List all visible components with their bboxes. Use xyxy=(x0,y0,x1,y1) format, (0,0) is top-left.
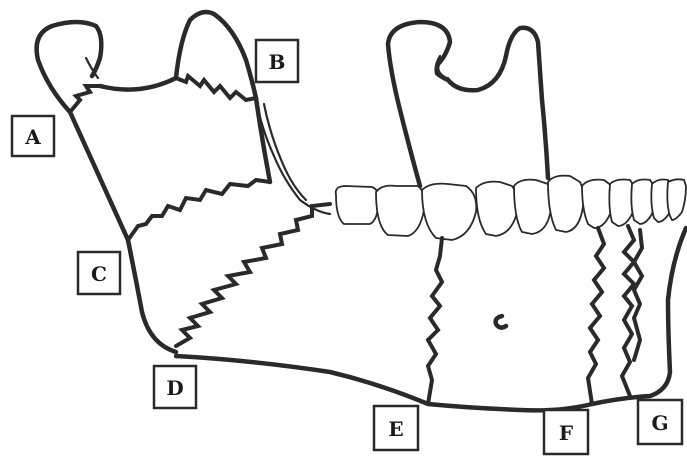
fracture-labels: A B C D E F G xyxy=(12,40,682,454)
left-ramus-anterior-edge xyxy=(70,112,128,240)
fracture-lines xyxy=(70,76,642,404)
svg-text:B: B xyxy=(269,50,286,74)
tooth xyxy=(476,182,517,236)
svg-text:E: E xyxy=(388,417,403,441)
fracture-line-mid-ramus xyxy=(128,180,270,240)
tooth xyxy=(582,180,613,228)
ramus-lower-posterior-edge xyxy=(128,240,176,352)
fracture-line-body-e xyxy=(428,238,442,404)
svg-text:C: C xyxy=(91,262,107,286)
svg-text:G: G xyxy=(651,411,668,435)
tooth xyxy=(514,180,552,234)
mental-foramen xyxy=(496,316,506,328)
ramus-inner-line-2 xyxy=(264,104,306,200)
label-e: E xyxy=(374,406,418,450)
label-d: D xyxy=(154,366,196,408)
tooth xyxy=(548,176,584,232)
fracture-line-angle xyxy=(176,204,330,346)
label-f: F xyxy=(544,410,588,454)
fracture-line-body-g2 xyxy=(634,230,642,360)
label-g: G xyxy=(638,400,682,444)
svg-text:F: F xyxy=(559,421,573,445)
right-ramus-outline xyxy=(388,22,548,186)
fracture-line-condyle xyxy=(70,86,100,112)
svg-text:D: D xyxy=(166,376,183,400)
fracture-line-coronoid xyxy=(176,76,256,100)
fracture-line-body-f xyxy=(588,228,604,404)
teeth-row xyxy=(336,176,686,240)
tooth xyxy=(667,179,686,220)
fracture-line-body-g xyxy=(622,226,634,396)
sigmoid-notch-edge xyxy=(100,78,176,90)
label-b: B xyxy=(256,40,298,82)
label-c: C xyxy=(78,252,120,294)
coronoid-outline xyxy=(176,12,256,98)
tooth xyxy=(376,186,424,236)
tooth xyxy=(336,186,379,224)
label-a: A xyxy=(12,116,54,156)
svg-text:A: A xyxy=(24,125,41,149)
tooth xyxy=(422,184,476,240)
